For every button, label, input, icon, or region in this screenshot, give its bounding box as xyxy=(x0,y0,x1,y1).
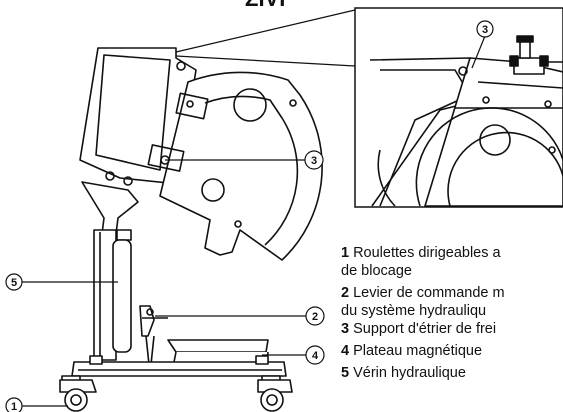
callout-5: 5 xyxy=(11,277,17,289)
legend-text-continued: du système hydrauliqu xyxy=(341,303,487,319)
legend-number: 4 xyxy=(341,343,350,359)
callouts xyxy=(5,20,494,412)
detail-view xyxy=(354,7,563,208)
legend-text: Levier de commande m xyxy=(353,285,505,301)
callout-4: 4 xyxy=(312,350,319,362)
legend-number: 3 xyxy=(341,321,350,337)
callout-1: 1 xyxy=(11,401,17,412)
legend-text: Vérin hydraulique xyxy=(353,365,466,381)
legend-text: Support d'étrier de frei xyxy=(353,321,497,337)
legend-number: 2 xyxy=(341,285,350,301)
callout-2: 2 xyxy=(312,311,318,323)
partial-title: ZIVI xyxy=(245,0,285,11)
legend-number: 5 xyxy=(341,365,350,381)
legend-number: 1 xyxy=(341,245,350,261)
callout-numbers: 3 3 5 2 4 1 xyxy=(11,24,488,412)
legend-text: Plateau magnétique xyxy=(353,343,483,359)
legend-text-continued: de blocage xyxy=(341,263,412,279)
detail-guide-lines xyxy=(175,9,356,67)
callout-3-main: 3 xyxy=(311,155,317,167)
brake-caliper-stand xyxy=(59,47,323,412)
legend-text: Roulettes dirigeables a xyxy=(353,245,501,261)
callout-3-detail: 3 xyxy=(482,24,488,36)
